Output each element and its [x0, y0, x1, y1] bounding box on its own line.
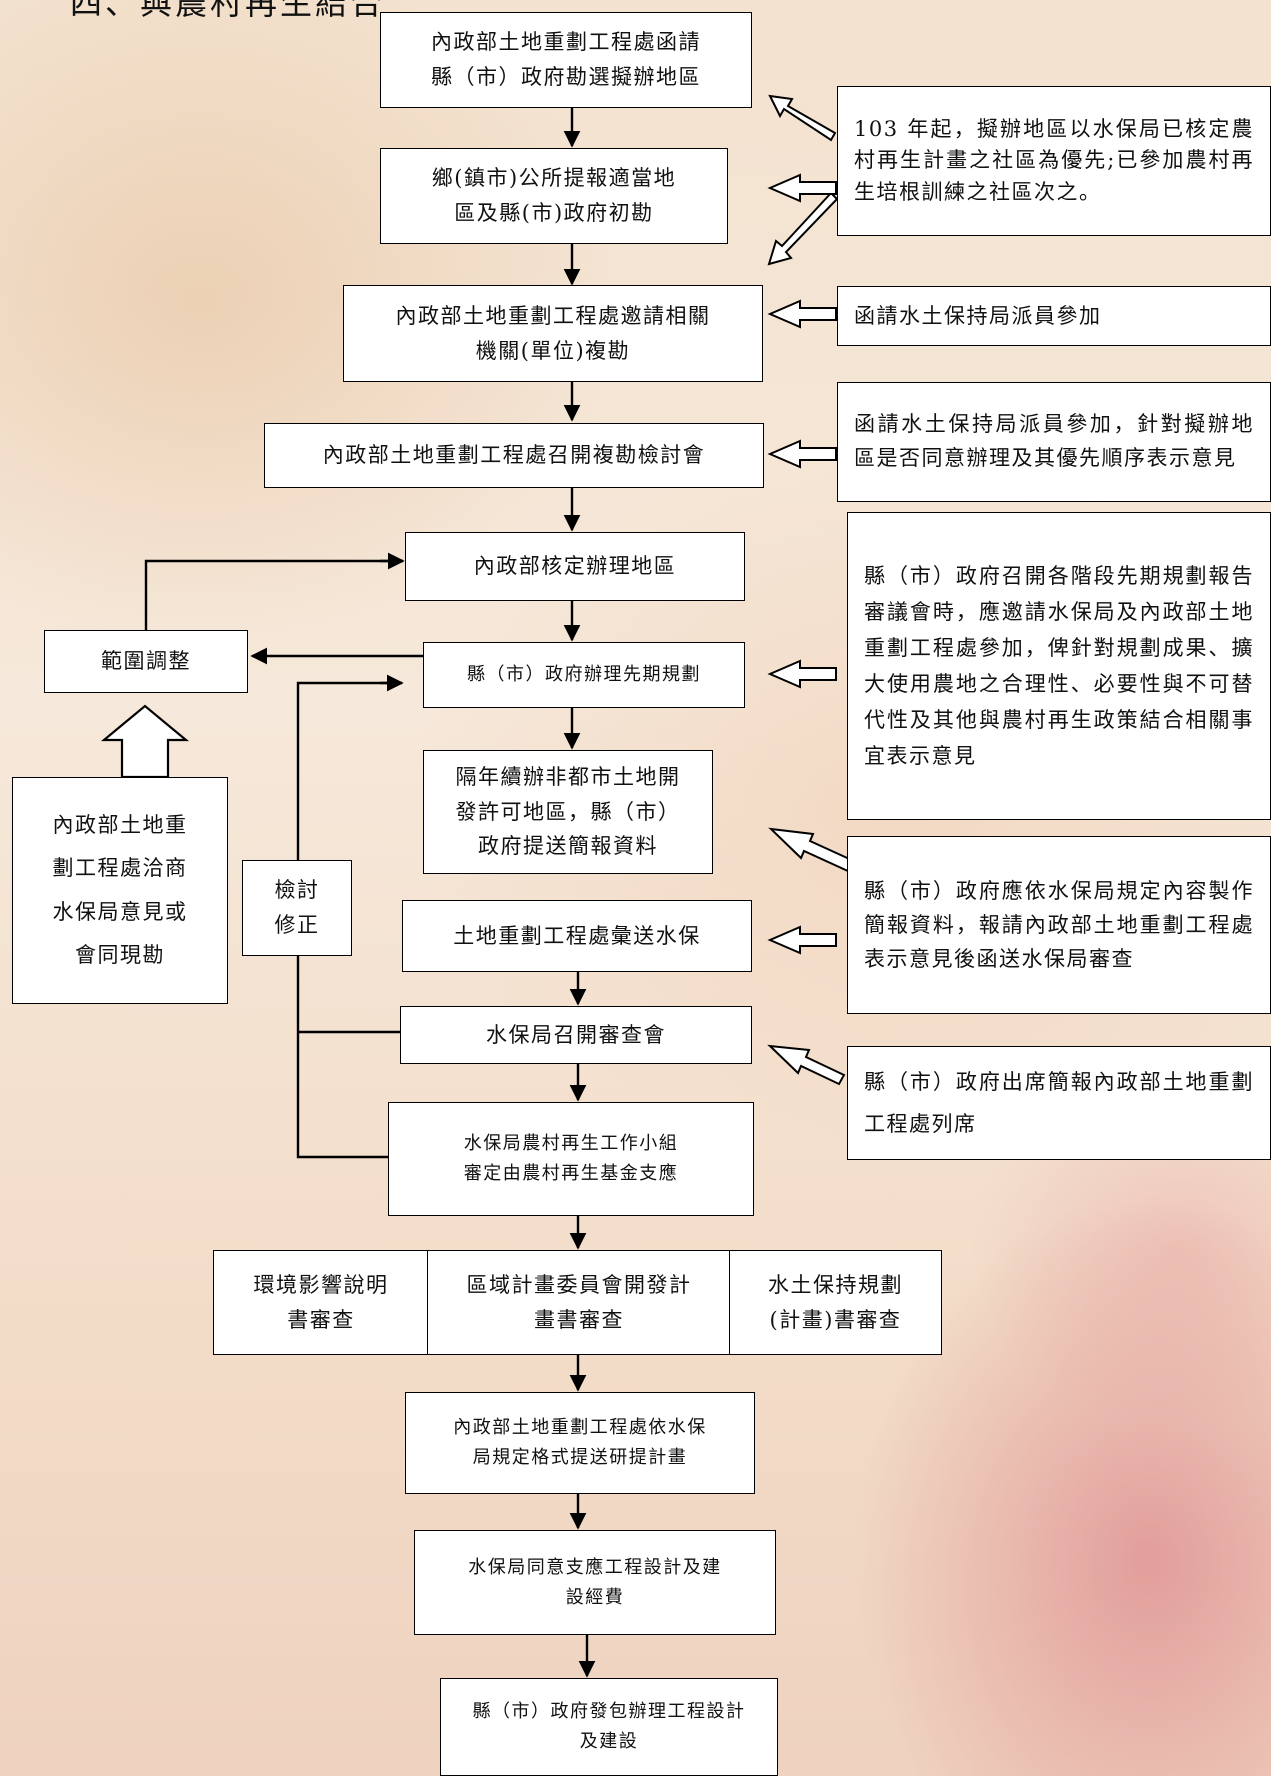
note-invite-swcb-opinion: 函請水土保持局派員參加，針對擬辦地區是否同意辦理及其優先順序表示意見: [837, 382, 1271, 502]
note-invite-swcb: 函請水土保持局派員參加: [837, 286, 1271, 346]
flow-step-joint-survey: 內政部土地重劃工程處邀請相關 機關(單位)複勘: [343, 285, 763, 382]
hollow-arrow-step8: [767, 925, 837, 955]
line-scope-to-5: [144, 559, 403, 630]
flow-step-township-report: 鄉(鎮市)公所提報適當地 區及縣(市)政府初勘: [380, 148, 728, 244]
hollow-arrow-step6: [767, 659, 837, 689]
flow-step-request-site-selection: 內政部土地重劃工程處函請 縣（市）政府勘選擬辦地區: [380, 12, 752, 108]
review-environmental-impact: 環境影響說明 書審查: [213, 1250, 429, 1355]
hollow-arrow-step3: [767, 299, 837, 329]
flow-step-forward-to-swcb: 土地重劃工程處彙送水保: [402, 900, 752, 972]
review-regional-plan: 區域計畫委員會開發計 畫書審查: [427, 1250, 731, 1355]
note-briefing-materials: 縣（市）政府應依水保局規定內容製作簡報資料，報請內政部土地重劃工程處表示意見後函…: [847, 836, 1271, 1014]
note-planning-review: 縣（市）政府召開各階段先期規劃報告審議會時，應邀請水保局及內政部土地重劃工程處參…: [847, 512, 1271, 820]
flow-step-swcb-review: 水保局召開審查會: [400, 1006, 752, 1064]
section-heading: 四、與農村再生結合: [70, 0, 386, 22]
flow-step-submit-plan: 內政部土地重劃工程處依水保 局規定格式提送研提計畫: [405, 1392, 755, 1494]
hollow-arrow-step9: [767, 1044, 846, 1086]
flow-step-preliminary-planning: 縣（市）政府辦理先期規劃: [423, 642, 745, 708]
flow-step-funding-approval: 水保局同意支應工程設計及建 設經費: [414, 1530, 776, 1635]
hollow-arrow-note1-b: [767, 191, 839, 266]
review-soil-water-conservation: 水土保持規劃 (計畫)書審查: [729, 1250, 942, 1355]
hollow-arrow-step4: [767, 439, 837, 469]
note-attend-briefing: 縣（市）政府出席簡報內政部土地重劃工程處列席: [847, 1046, 1271, 1160]
review-fix-box: 檢討 修正: [242, 860, 352, 956]
flow-step-review-meeting: 內政部土地重劃工程處召開複勘檢討會: [264, 423, 764, 488]
hollow-up-arrow: [100, 704, 190, 779]
negotiate-box: 內政部土地重 劃工程處洽商 水保局意見或 會同現勘: [12, 777, 228, 1004]
flow-step-rural-fund-approval: 水保局農村再生工作小組 審定由農村再生基金支應: [388, 1102, 754, 1216]
note-priority-communities: 103 年起，擬辦地區以水保局已核定農村再生計畫之社區為優先;已參加農村再生培根…: [837, 86, 1271, 236]
hollow-arrow-step2: [767, 173, 837, 203]
flow-step-approve-area: 內政部核定辦理地區: [405, 532, 745, 601]
scope-adjust-box: 範圍調整: [44, 630, 248, 693]
flow-step-contract-construction: 縣（市）政府發包辦理工程設計 及建設: [440, 1678, 778, 1776]
hollow-arrow-note1: [768, 94, 837, 142]
flow-step-submit-briefing: 隔年續辦非都市土地開 發許可地區，縣（市） 政府提送簡報資料: [423, 750, 713, 874]
